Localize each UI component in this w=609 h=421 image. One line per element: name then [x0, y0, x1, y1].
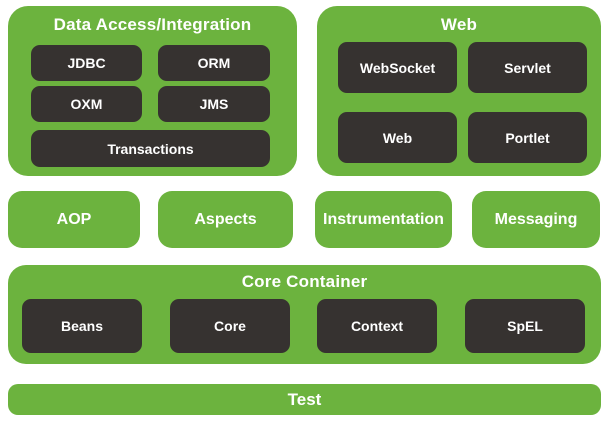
panel-test: Test	[8, 384, 601, 415]
module-jdbc: JDBC	[31, 45, 142, 81]
data-access-integration-title: Data Access/Integration	[53, 15, 252, 34]
module-websocket: WebSocket	[338, 42, 457, 93]
box-aop: AOP	[8, 191, 140, 248]
module-servlet: Servlet	[468, 42, 587, 93]
module-context: Context	[317, 299, 437, 353]
box-messaging: Messaging	[472, 191, 600, 248]
module-portlet: Portlet	[468, 112, 587, 163]
module-core: Core	[170, 299, 290, 353]
module-beans: Beans	[22, 299, 142, 353]
panel-core-container: Core Container Beans Core Context SpEL	[8, 265, 601, 364]
web-title: Web	[440, 15, 478, 34]
box-instrumentation: Instrumentation	[315, 191, 452, 248]
module-transactions: Transactions	[31, 130, 270, 167]
box-aspects: Aspects	[158, 191, 293, 248]
module-oxm: OXM	[31, 86, 142, 122]
panel-data-access-integration: Data Access/Integration JDBC ORM OXM JMS…	[8, 6, 297, 176]
module-web: Web	[338, 112, 457, 163]
core-container-title: Core Container	[241, 272, 368, 291]
test-title: Test	[287, 389, 322, 409]
module-spel: SpEL	[465, 299, 585, 353]
panel-web: Web WebSocket Servlet Web Portlet	[317, 6, 601, 176]
module-jms: JMS	[158, 86, 270, 122]
module-orm: ORM	[158, 45, 270, 81]
